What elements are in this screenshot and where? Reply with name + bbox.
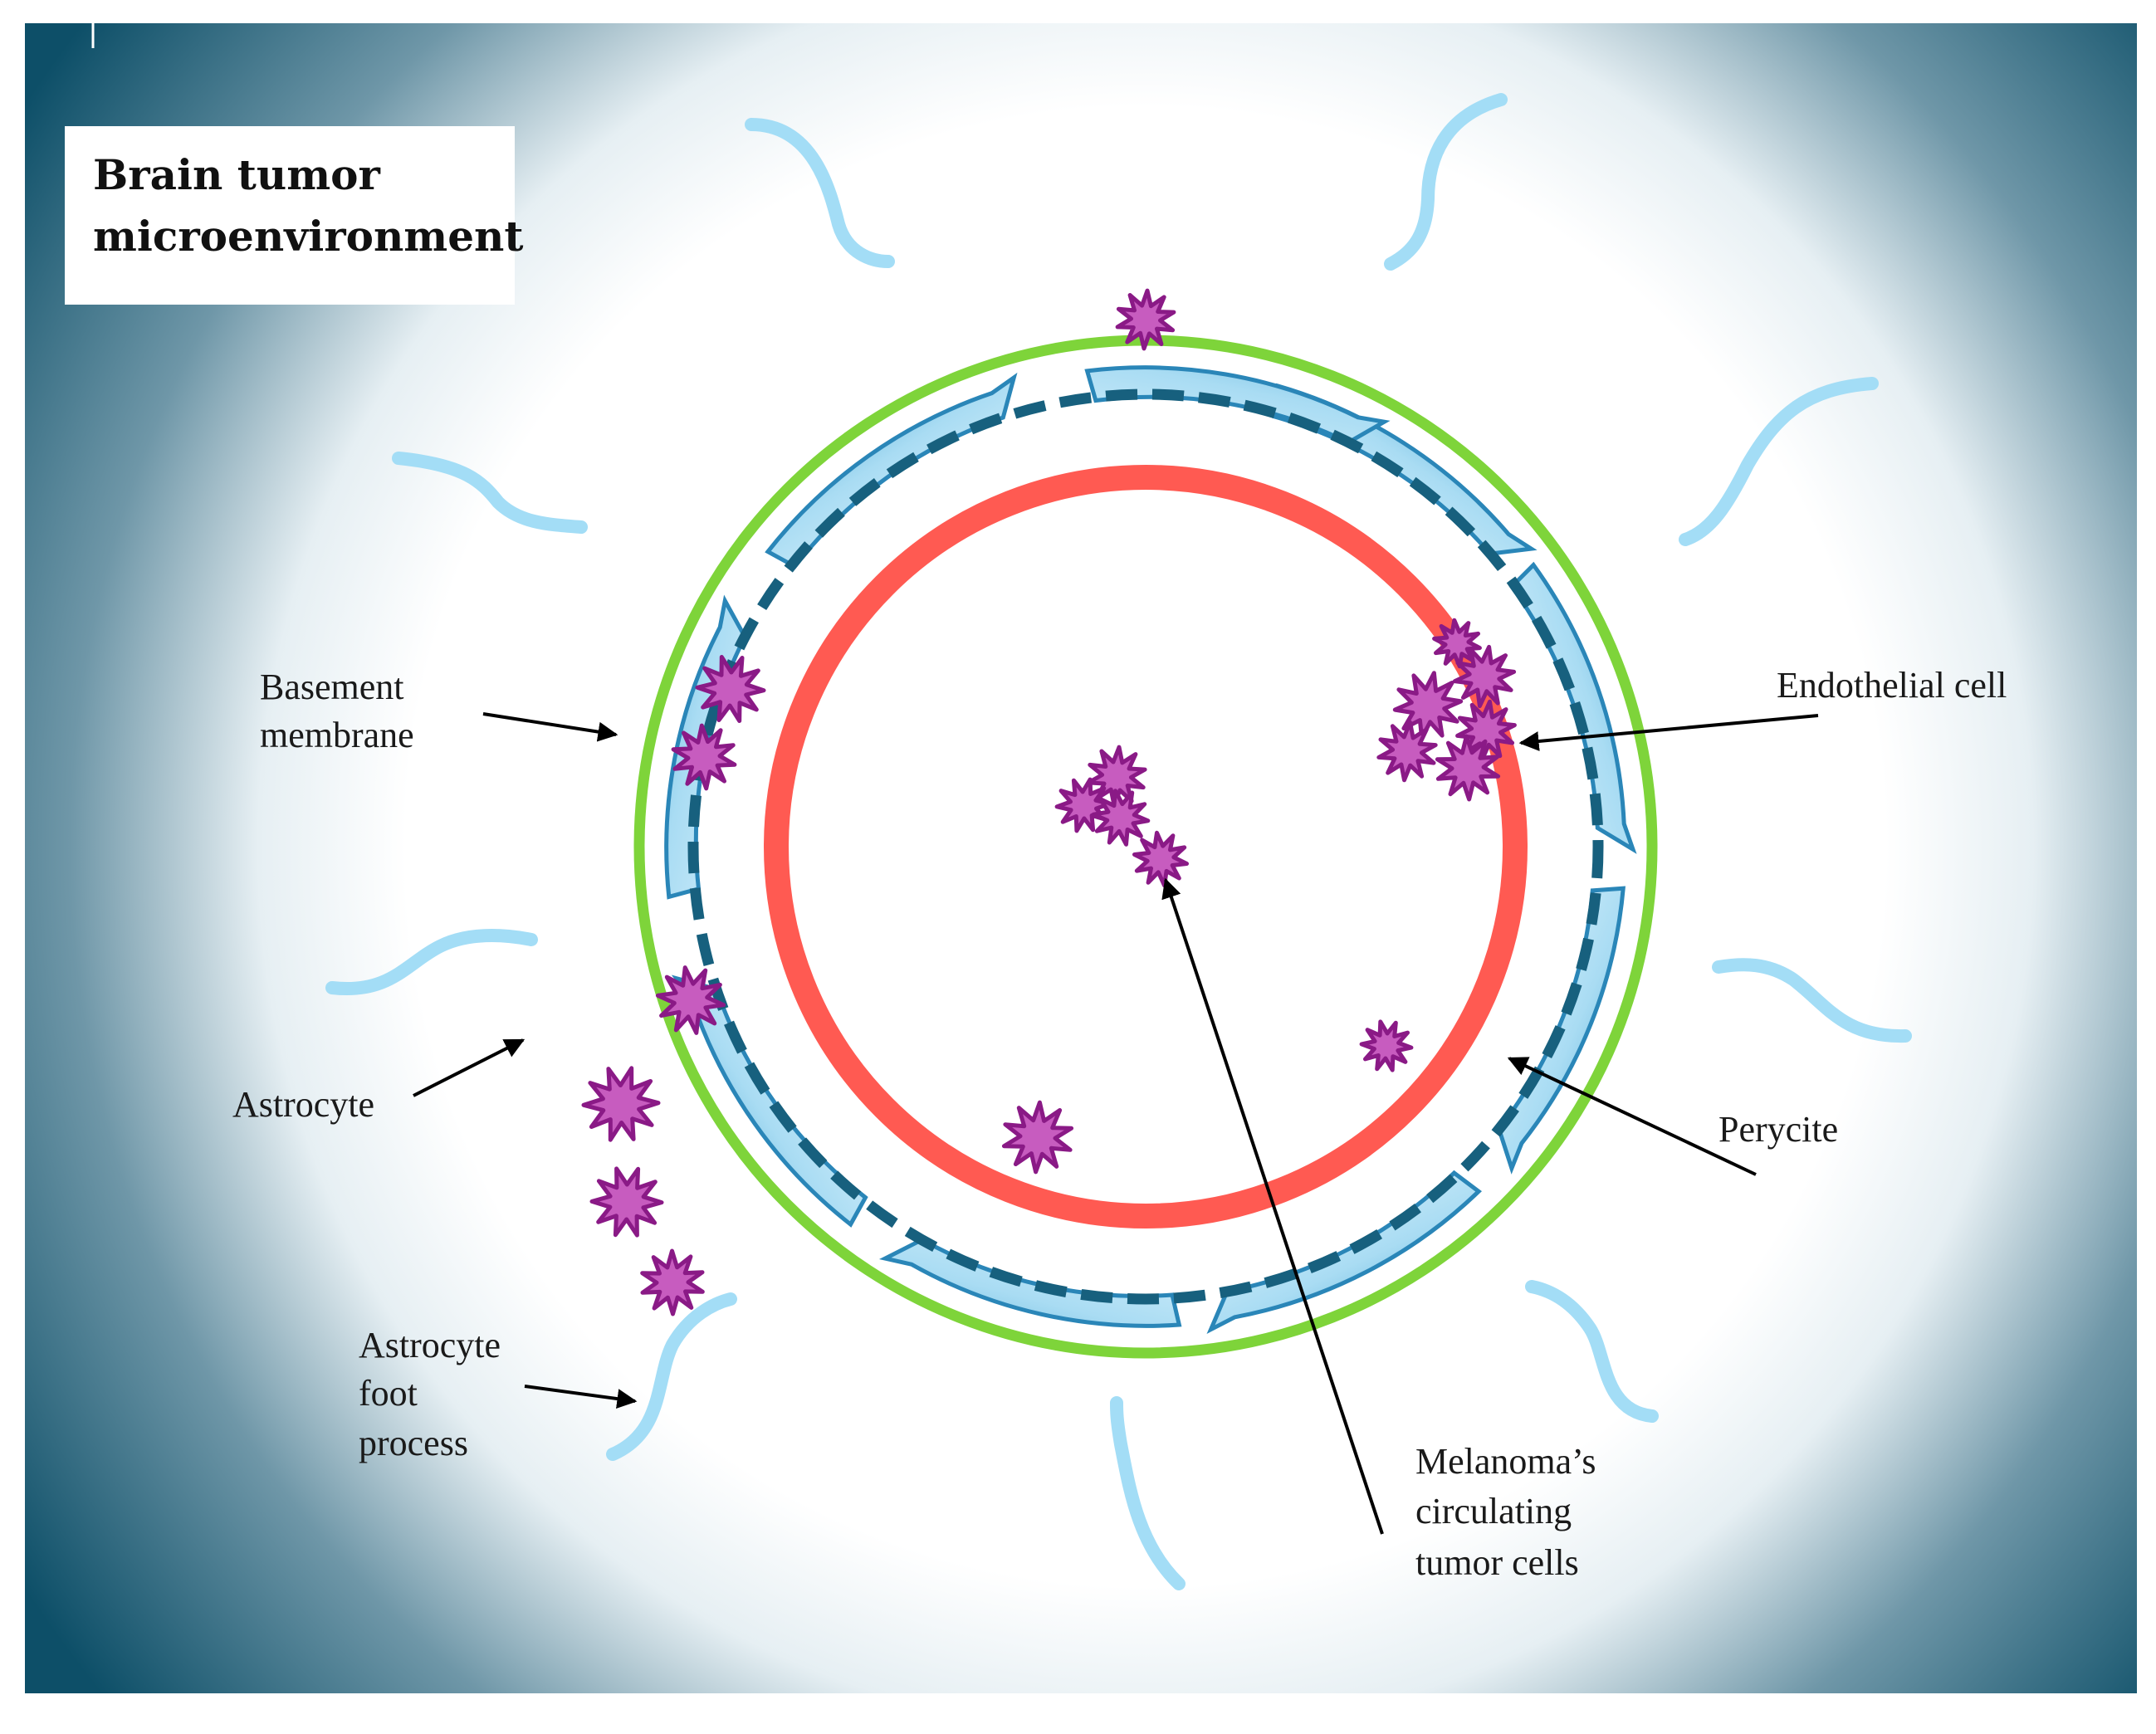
arrow-melanoma-ctc (1161, 877, 1384, 1535)
tumor-cell-icon (589, 1166, 664, 1238)
label-melanoma-1: Melanoma’s (1415, 1441, 1596, 1482)
tumor-cell-icon (1452, 644, 1517, 709)
astrocyte-processes (325, 93, 1912, 1590)
astrocyte-process-icon (392, 452, 588, 534)
astrocyte-process-icon (1384, 93, 1508, 271)
tumor-cell-icon (1054, 777, 1112, 833)
astrocyte-process-icon (745, 118, 895, 268)
pericyte-ring (687, 388, 1604, 1305)
arrow-astrocyte (413, 1038, 526, 1097)
tumor-cell-icon (695, 655, 766, 723)
tumor-cell-icon (1435, 734, 1501, 802)
tumor-cell-icon (1001, 1100, 1074, 1175)
title-line-2: microenvironment (93, 212, 523, 261)
label-astrocyte: Astrocyte (232, 1084, 374, 1125)
label-basement-membrane-1: Basement (260, 667, 404, 707)
label-astrocyte-foot-3: process (359, 1423, 468, 1463)
astrocyte-process-icon (1110, 1396, 1186, 1590)
tumor-cell-icon (1091, 789, 1151, 847)
astrocyte-process-icon (1712, 958, 1912, 1043)
title-box: Brain tumor microenvironment (65, 126, 523, 305)
astrocyte-process-icon (1679, 377, 1879, 546)
tumor-cell-icon (1432, 618, 1482, 669)
tumor-cell-icon (640, 1248, 705, 1316)
arrow-perycite (1507, 1057, 1757, 1176)
tumor-cell-icon (1132, 830, 1189, 888)
label-astrocyte-foot-1: Astrocyte (359, 1325, 501, 1365)
label-perycite: Perycite (1718, 1109, 1838, 1150)
labels: Basement membrane Endothelial cell Astro… (232, 665, 2007, 1583)
label-basement-membrane-2: membrane (260, 715, 414, 755)
tumor-cell-icon (581, 1066, 661, 1142)
astrocyte-process-icon (606, 1292, 737, 1461)
astrocyte-process-icon (325, 929, 538, 996)
title-line-1: Brain tumor (93, 150, 380, 199)
label-melanoma-2: circulating (1415, 1491, 1572, 1531)
tumor-cell-icon (1376, 720, 1438, 783)
arrow-endothelial-cell (1518, 714, 1819, 751)
arrows (413, 712, 1819, 1535)
arrow-astrocyte-foot-process (524, 1385, 638, 1409)
tumor-cells (581, 288, 1517, 1316)
tumor-cell-icon (671, 723, 737, 791)
tumor-cell-icon (1359, 1019, 1414, 1072)
astrocyte-foot-icon (1508, 561, 1637, 854)
label-melanoma-3: tumor cells (1415, 1542, 1579, 1583)
label-endothelial-cell: Endothelial cell (1777, 665, 2007, 706)
endothelial-ring (764, 465, 1528, 1228)
tumor-cell-icon (655, 965, 726, 1035)
arrow-basement-membrane (482, 712, 618, 742)
astrocyte-process-icon (1525, 1280, 1659, 1423)
tumor-cell-icon (1115, 288, 1176, 351)
label-astrocyte-foot-2: foot (359, 1373, 418, 1414)
